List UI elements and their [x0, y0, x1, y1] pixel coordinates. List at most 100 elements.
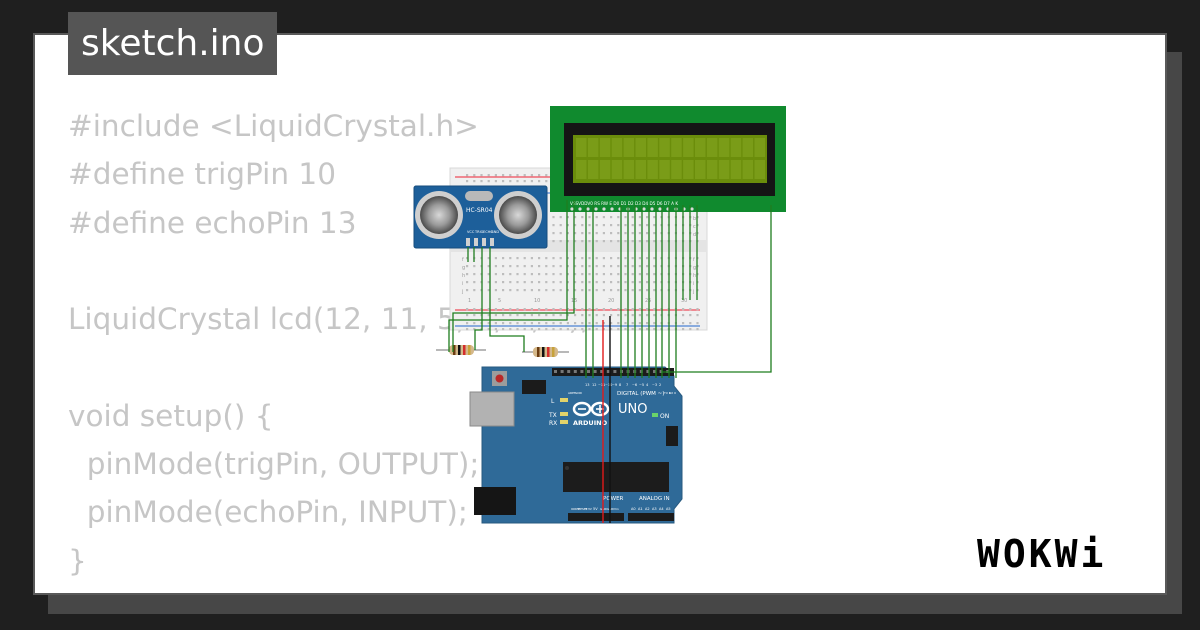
breadboard-hole — [574, 240, 577, 243]
breadboard-hole — [595, 240, 598, 243]
breadboard-hole — [624, 322, 627, 325]
arduino-pin[interactable] — [587, 370, 590, 373]
lcd-pin[interactable] — [594, 207, 598, 211]
arduino-pin[interactable] — [560, 370, 564, 373]
sensor-pin-trig[interactable] — [474, 238, 478, 246]
breadboard-hole — [588, 308, 591, 311]
breadboard-hole — [631, 328, 634, 331]
arduino-pin[interactable] — [659, 370, 663, 373]
breadboard-hole — [566, 289, 569, 292]
breadboard-hole — [545, 265, 548, 268]
breadboard-hole — [487, 174, 490, 177]
lcd-cell — [706, 160, 718, 179]
arduino-pin[interactable] — [653, 370, 656, 373]
breadboard-hole — [487, 265, 490, 268]
pin-label-8: 8 — [619, 383, 621, 387]
breadboard-hole — [624, 281, 627, 284]
breadboard-hole — [509, 265, 512, 268]
breadboard-hole — [631, 273, 634, 276]
arduino-pin[interactable] — [593, 370, 597, 373]
lcd-pin[interactable] — [578, 207, 582, 211]
col-label-10: 10 — [534, 298, 540, 304]
lcd-pin[interactable] — [602, 207, 606, 211]
arduino-pin[interactable] — [606, 370, 610, 373]
reset-button[interactable] — [495, 374, 504, 383]
arduino-pin[interactable] — [554, 370, 557, 373]
sensor-pin-gnd[interactable] — [490, 238, 494, 246]
lcd-pin[interactable] — [690, 207, 694, 211]
breadboard-hole — [494, 308, 497, 311]
ultrasonic-sensor[interactable]: HC-SR04 VCC TRIG ECHO GND — [413, 185, 548, 249]
icsp-header-top — [522, 380, 546, 394]
lcd-display[interactable]: VSSVDDV0 RS RW E D0 D1 D2 D3 D4 D5 D6 D7… — [550, 106, 786, 212]
breadboard-hole — [617, 289, 620, 292]
resistor-right[interactable] — [522, 347, 569, 357]
breadboard-hole — [545, 257, 548, 260]
lcd-pin[interactable] — [650, 207, 654, 211]
led-label-tx: TX — [548, 412, 557, 419]
breadboard-hole — [588, 240, 591, 243]
breadboard-hole — [566, 216, 569, 219]
breadboard-hole — [473, 265, 476, 268]
lcd-pin-labels: VSSVDDV0 RS RW E D0 D1 D2 D3 D4 D5 D6 D7… — [570, 201, 678, 206]
lcd-cell — [683, 138, 694, 157]
sensor-pin-vcc[interactable] — [466, 238, 470, 246]
breadboard-hole — [638, 322, 641, 325]
lcd-pin[interactable] — [642, 207, 646, 211]
breadboard-hole — [516, 322, 519, 325]
breadboard-hole — [545, 328, 548, 331]
breadboard-hole — [502, 314, 505, 317]
breadboard-hole — [530, 174, 533, 177]
lcd-pin[interactable] — [610, 207, 614, 211]
breadboard-hole — [581, 257, 584, 260]
arduino-uno[interactable]: DIGITAL (PWM ~) AREF GND 13 12 ~11 ~10 ~… — [469, 366, 683, 524]
sensor-pin-echo[interactable] — [482, 238, 486, 246]
pin-label-3v3: 3.3V — [585, 507, 593, 511]
breadboard-hole — [566, 322, 569, 325]
breadboard-hole — [574, 308, 577, 311]
arduino-pin[interactable] — [580, 370, 584, 373]
breadboard-hole — [523, 322, 526, 325]
arduino-pin[interactable] — [600, 370, 604, 373]
analog-pin-header — [628, 513, 674, 521]
breadboard-hole — [646, 232, 649, 235]
breadboard-hole — [624, 289, 627, 292]
breadboard-hole — [494, 265, 497, 268]
lcd-pin[interactable] — [586, 207, 590, 211]
resistor-left[interactable] — [436, 345, 486, 355]
breadboard-hole — [624, 273, 627, 276]
arduino-pin[interactable] — [639, 370, 643, 373]
arduino-pin[interactable] — [646, 370, 650, 373]
breadboard-hole — [466, 322, 469, 325]
breadboard-hole — [653, 273, 656, 276]
usb-connector — [469, 391, 515, 427]
breadboard-hole — [682, 308, 685, 311]
breadboard-hole — [523, 289, 526, 292]
breadboard-hole — [566, 281, 569, 284]
digital-pin-header — [552, 368, 674, 376]
breadboard-hole — [696, 314, 699, 317]
breadboard-hole — [494, 328, 497, 331]
breadboard-hole — [646, 314, 649, 317]
breadboard-hole — [653, 281, 656, 284]
breadboard-hole — [487, 328, 490, 331]
breadboard-hole — [516, 257, 519, 260]
lcd-pin[interactable] — [570, 207, 574, 211]
breadboard-hole — [595, 322, 598, 325]
breadboard-hole — [617, 232, 620, 235]
breadboard-hole — [638, 273, 641, 276]
breadboard-hole — [631, 314, 634, 317]
resistor-left-band-3 — [463, 345, 466, 355]
breadboard-hole — [487, 257, 490, 260]
lcd-pin[interactable] — [658, 207, 662, 211]
lcd-cell — [576, 160, 587, 179]
resistor-left-band-4 — [468, 345, 471, 355]
arduino-pin[interactable] — [613, 370, 617, 373]
breadboard-hole — [653, 265, 656, 268]
row-label-g: g — [462, 265, 465, 271]
breadboard-hole — [653, 216, 656, 219]
arduino-pin[interactable] — [573, 370, 577, 373]
arduino-pin[interactable] — [567, 370, 571, 373]
breadboard-hole — [502, 328, 505, 331]
